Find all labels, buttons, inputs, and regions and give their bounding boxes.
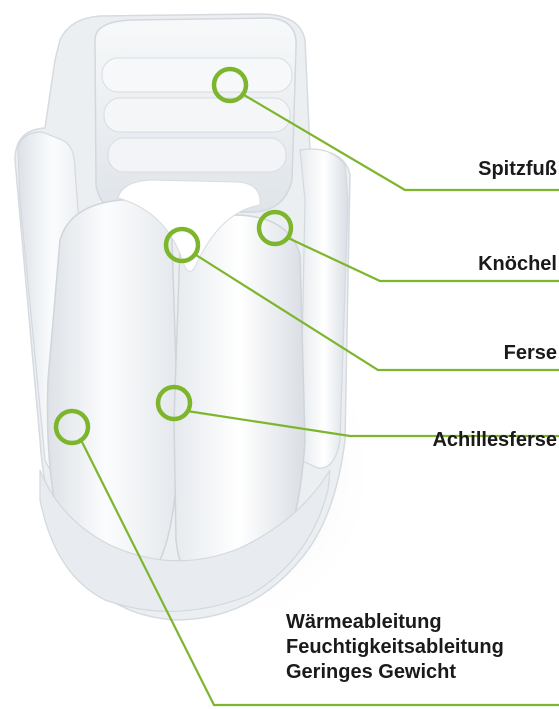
label-ferse: Ferse [504, 342, 557, 365]
right-side-chamber [300, 149, 348, 468]
feature-item: Feuchtigkeitsableitung [286, 635, 504, 660]
feature-item: Wärmeableitung [286, 610, 504, 635]
label-knoechel: Knöchel [478, 253, 557, 276]
label-achillesferse: Achillesferse [432, 429, 557, 452]
label-spitzfuss: Spitzfuß [478, 158, 557, 181]
feature-list: Wärmeableitung Feuchtigkeitsableitung Ge… [286, 610, 504, 685]
feature-item: Geringes Gewicht [286, 660, 504, 685]
